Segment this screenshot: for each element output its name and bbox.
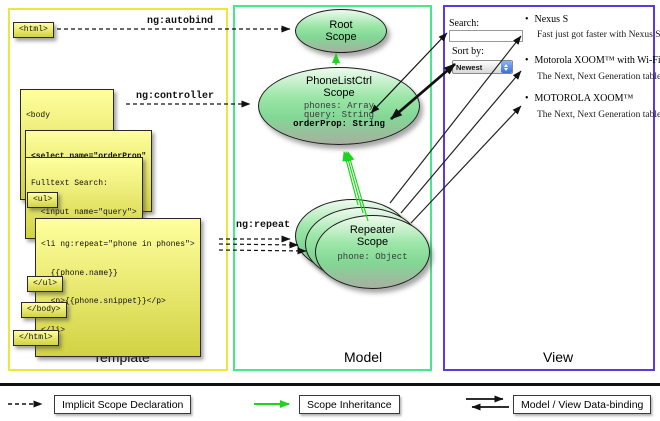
code-box-html-close: </html> xyxy=(13,330,59,346)
search-input[interactable] xyxy=(449,30,523,42)
phone-list-item-title: • Nexus S xyxy=(525,14,568,25)
code-box-html-open: <html> xyxy=(13,22,54,38)
legend-scope-inheritance: Scope Inheritance xyxy=(299,395,400,414)
code-line: <body xyxy=(26,111,51,120)
ng-controller-label: ng:controller xyxy=(136,91,215,102)
scope-prop-phone: phone: Object xyxy=(337,252,408,262)
item-title-text: Nexus S xyxy=(534,14,569,25)
repeater-scope-title: Repeater xyxy=(349,224,396,236)
bullet-icon: • xyxy=(525,14,529,25)
bullet-icon: • xyxy=(525,93,529,104)
code-line: <input name="query"> xyxy=(31,207,137,217)
phone-list-item-title: • MOTOROLA XOOM™ xyxy=(525,93,633,104)
repeater-scope-ellipse-front: Repeater Scope phone: Object xyxy=(315,215,430,289)
scope-prop-phones: phones: Array xyxy=(303,101,375,111)
repeater-scope-title: Scope xyxy=(356,236,389,248)
root-scope-title: Root xyxy=(329,19,353,31)
phone-list-item-title: • Motorola XOOM™ with Wi-Fi xyxy=(525,55,660,66)
search-label: Search: xyxy=(449,18,479,29)
phone-list-item-desc: The Next, Next Generation tablet. xyxy=(537,72,660,82)
root-scope-title: Scope xyxy=(325,31,357,43)
bullet-icon: • xyxy=(525,55,529,66)
code-line: </body> xyxy=(27,305,61,314)
code-line: <select name="orderProp" xyxy=(31,152,146,162)
phone-list-item-desc: The Next, Next Generation tablet. xyxy=(537,110,660,120)
legend-model-view-databinding: Model / View Data-binding xyxy=(513,395,652,414)
sort-stepper-icon xyxy=(500,61,512,73)
code-line: </html> xyxy=(19,333,53,342)
ng-repeat-label: ng:repeat xyxy=(236,220,291,231)
model-panel xyxy=(233,5,432,371)
ng-autobind-label: ng:autobind xyxy=(147,16,214,27)
code-line: <ul> xyxy=(33,195,53,204)
code-line: <li ng:repeat="phone in phones"> xyxy=(41,240,195,249)
sort-by-label: Sort by: xyxy=(452,46,484,57)
code-box-ul-close: </ul> xyxy=(27,276,64,292)
scope-prop-query: query: String xyxy=(303,110,375,120)
phone-list-item-desc: Fast just got faster with Nexus S. xyxy=(537,30,660,40)
code-box-ul-open: <ul> xyxy=(27,192,59,208)
sort-select-value: Newest xyxy=(456,62,483,72)
scope-prop-orderprop: orderProp: String xyxy=(293,119,385,129)
code-box-body-close: </body> xyxy=(21,302,67,318)
code-line: {{phone.name}} xyxy=(41,268,118,278)
code-line: </ul> xyxy=(33,279,58,288)
item-title-text: MOTOROLA XOOM™ xyxy=(534,93,634,104)
legend-implicit-scope-declaration: Implicit Scope Declaration xyxy=(54,395,192,414)
separator-line xyxy=(0,383,660,386)
item-title-text: Motorola XOOM™ with Wi-Fi xyxy=(534,55,660,66)
phonelistctrl-scope-ellipse: PhoneListCtrl Scope phones: Array query:… xyxy=(258,67,420,145)
code-line: </li> xyxy=(41,326,195,336)
code-line: <html> xyxy=(19,25,48,34)
sort-select[interactable]: Newest xyxy=(452,60,513,74)
root-scope-ellipse: Root Scope xyxy=(295,9,387,53)
code-line: Fulltext Search: xyxy=(31,179,108,188)
view-panel-title: View xyxy=(543,349,574,365)
model-panel-title: Model xyxy=(344,349,383,365)
code-line: <p>{{phone.snippet}}</p> xyxy=(41,297,166,306)
phonelistctrl-scope-title: Scope xyxy=(323,87,355,99)
phonelistctrl-scope-title: PhoneListCtrl xyxy=(305,75,373,87)
